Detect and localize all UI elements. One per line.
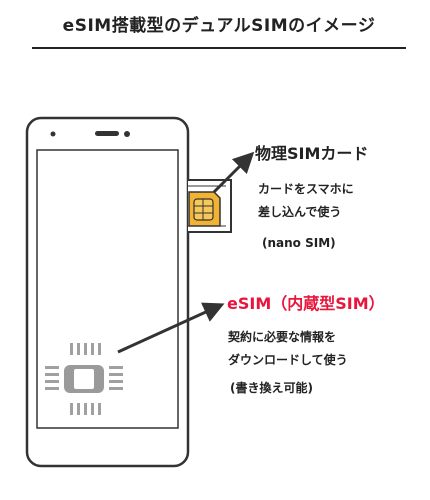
esim-note: (書き換え可能) xyxy=(230,381,313,395)
physical-sim-note: (nano SIM) xyxy=(262,236,336,250)
embedded-chip-icon xyxy=(45,343,123,415)
sensor-icon xyxy=(124,131,130,137)
esim-label: eSIM（内蔵型SIM） xyxy=(227,294,385,313)
physical-sim-description-line: カードをスマホに xyxy=(258,182,354,196)
physical-sim-description-line: 差し込んで使う xyxy=(258,205,342,219)
esim-description-line: 契約に必要な情報を xyxy=(228,330,337,344)
title-underline xyxy=(32,47,406,49)
camera-icon xyxy=(50,131,56,137)
sim-card-icon xyxy=(188,191,221,227)
physical-sim-description: カードをスマホに 差し込んで使う xyxy=(258,178,354,224)
esim-description-line: ダウンロードして使う xyxy=(228,353,348,367)
physical-sim-arrow-icon xyxy=(212,151,255,194)
page-title: eSIM搭載型のデュアルSIMのイメージ xyxy=(62,16,376,36)
speaker-icon xyxy=(95,131,119,136)
smartphone-icon xyxy=(25,116,190,468)
physical-sim-label: 物理SIMカード xyxy=(255,144,369,163)
esim-arrow-icon xyxy=(117,302,225,354)
esim-description: 契約に必要な情報を ダウンロードして使う xyxy=(228,326,348,372)
